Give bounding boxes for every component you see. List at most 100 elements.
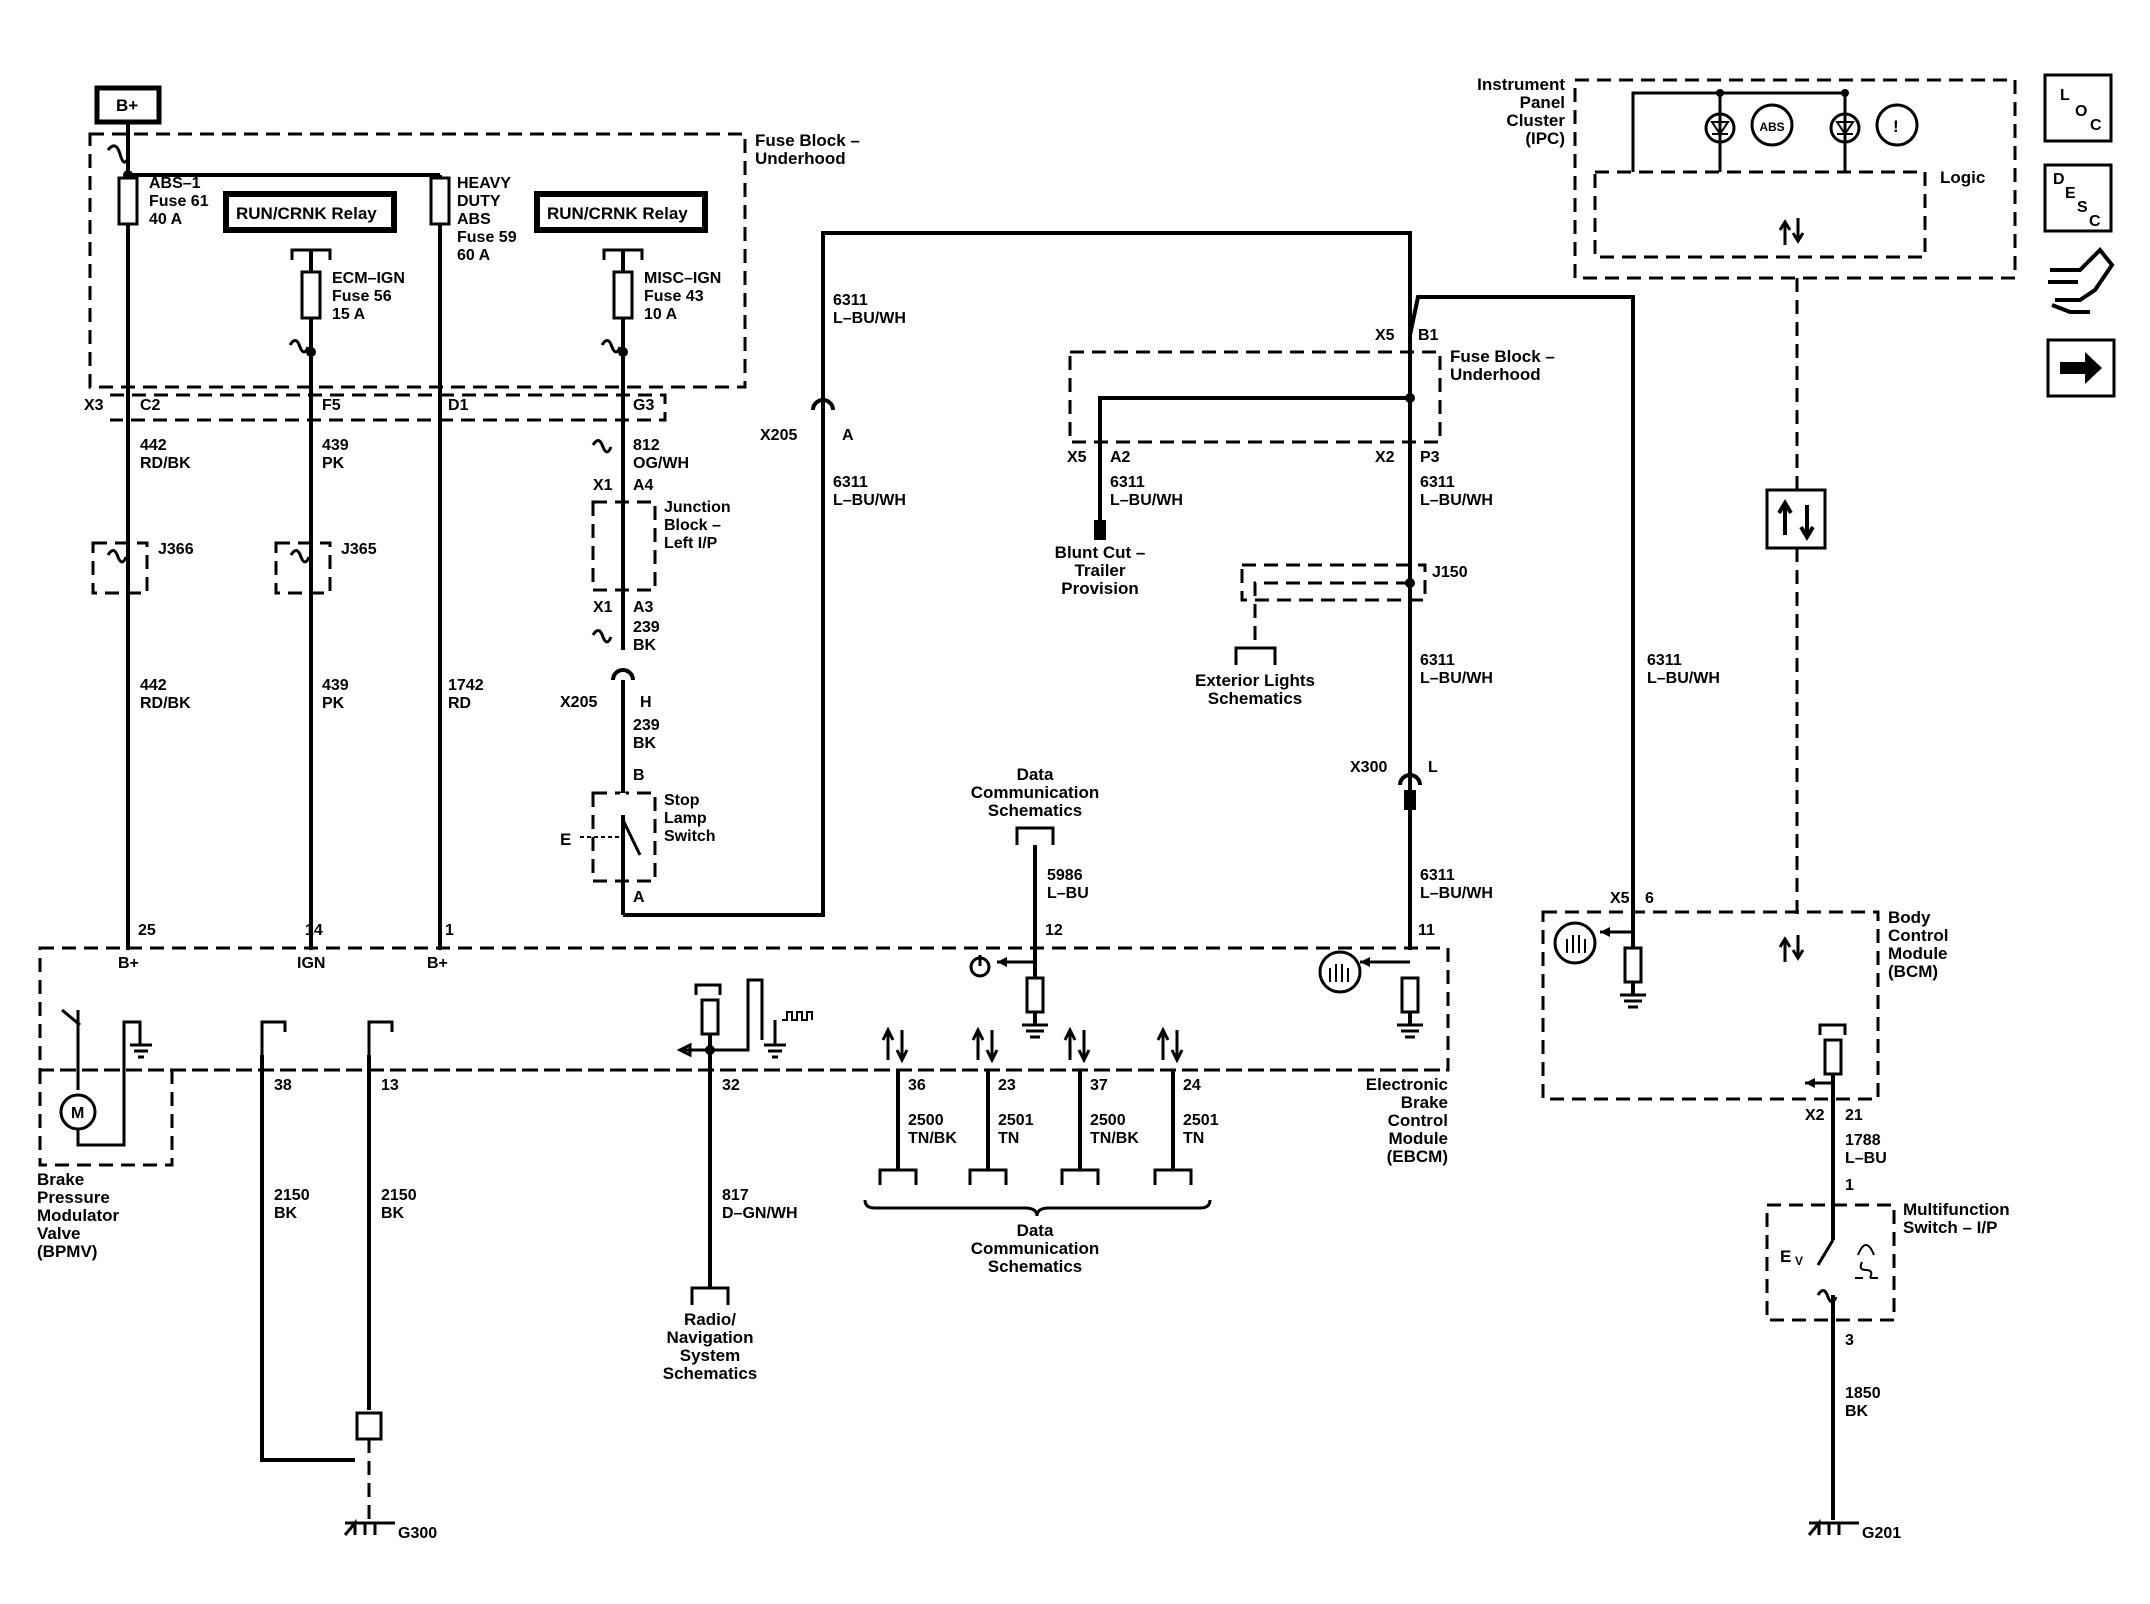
svg-text:C: C (2089, 213, 2101, 230)
svg-text:11: 11 (1418, 922, 1435, 939)
connector-icon[interactable] (2048, 247, 2115, 314)
svg-text:24: 24 (1183, 1077, 1201, 1094)
svg-text:G300: G300 (398, 1525, 437, 1542)
svg-text:X1: X1 (593, 477, 613, 494)
svg-text:P3: P3 (1420, 449, 1440, 466)
data-comm-wire-3 (1060, 1168, 1100, 1185)
svg-text:32: 32 (722, 1077, 740, 1094)
svg-text:X1: X1 (593, 599, 613, 616)
brake-warning-icon (1875, 103, 1919, 147)
svg-text:D: D (2053, 171, 2065, 188)
svg-text:A: A (842, 427, 854, 444)
svg-text:B1: B1 (1418, 327, 1439, 344)
svg-text:X5: X5 (1375, 327, 1395, 344)
svg-text:6: 6 (1645, 890, 1654, 907)
svg-text:X2: X2 (1375, 449, 1395, 466)
nav-icons[interactable]: L O C D E S C (2043, 73, 2116, 398)
desc-icon[interactable]: D E S C (2043, 163, 2113, 233)
svg-text:A4: A4 (633, 477, 654, 494)
svg-text:D1: D1 (448, 397, 469, 414)
svg-text:B+: B+ (118, 955, 139, 972)
svg-text:O: O (2075, 103, 2087, 120)
svg-text:37: 37 (1090, 1077, 1108, 1094)
svg-text:1: 1 (1845, 1177, 1854, 1194)
svg-text:X205: X205 (760, 427, 797, 444)
next-arrow-icon[interactable] (2046, 338, 2116, 398)
svg-text:E: E (560, 830, 571, 849)
run-crnk-relay-2: RUN/CRNK Relay (547, 204, 688, 223)
svg-text:36: 36 (908, 1077, 926, 1094)
svg-text:25: 25 (138, 922, 156, 939)
svg-text:IGN: IGN (297, 955, 325, 972)
svg-text:A2: A2 (1110, 449, 1131, 466)
svg-text:!: ! (1893, 117, 1899, 136)
svg-text:X2: X2 (1805, 1107, 1825, 1124)
bplus-label: B+ (116, 96, 138, 115)
svg-text:J366: J366 (158, 541, 194, 558)
svg-text:A3: A3 (633, 599, 654, 616)
svg-text:H: H (640, 694, 652, 711)
svg-text:M: M (71, 1105, 84, 1122)
splice-j365: J365 (274, 541, 377, 595)
hand-icon-bcm (1553, 921, 1597, 965)
svg-text:J150: J150 (1432, 564, 1468, 581)
loc-icon[interactable]: L O C (2043, 73, 2113, 143)
data-comm-wire-1 (881, 1026, 909, 1064)
svg-text:J365: J365 (341, 541, 377, 558)
svg-text:B: B (633, 767, 645, 784)
svg-text:S: S (2077, 199, 2088, 216)
data-comm-wire-2 (971, 1026, 999, 1064)
svg-text:G201: G201 (1862, 1525, 1901, 1542)
svg-text:3: 3 (1845, 1332, 1854, 1349)
connector-x3-row: X3 C2 F5 D1 G3 (84, 393, 667, 422)
svg-text:C2: C2 (140, 397, 161, 414)
svg-text:14: 14 (305, 922, 323, 939)
svg-text:ABS: ABS (1759, 120, 1784, 134)
svg-text:L: L (1428, 759, 1438, 776)
svg-text:Logic: Logic (1940, 168, 1985, 187)
data-comm-wire-1 (878, 1168, 918, 1185)
